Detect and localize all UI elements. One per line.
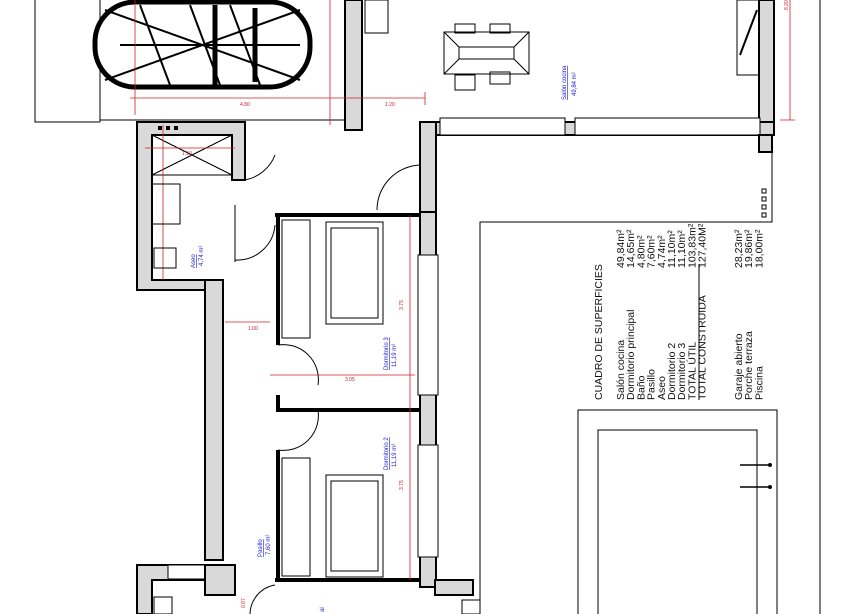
aseo-dims xyxy=(145,125,235,280)
wall xyxy=(434,579,474,596)
table-row-label: Salón cocina xyxy=(615,340,627,400)
bed-icon-inner xyxy=(330,227,379,319)
bed-icon xyxy=(325,221,384,325)
bedroom-doors xyxy=(277,344,319,451)
door-arc xyxy=(234,205,276,262)
shower-icon xyxy=(151,126,233,176)
cabinet xyxy=(364,0,389,34)
table-row-value: 4,80m² xyxy=(635,235,647,268)
table-row-value: 11,10m² xyxy=(666,230,678,268)
door-arc xyxy=(249,584,276,614)
room-label-principal: al xyxy=(320,607,326,612)
bedroom-partitions xyxy=(276,215,420,580)
pool-ladder-icon xyxy=(768,463,772,467)
room-label-dormitorio3: Dormitorio 3 xyxy=(384,337,390,370)
dim-door: 0.87 xyxy=(241,598,247,608)
table-row-label: Dormitorio 3 xyxy=(676,343,688,400)
dim-right: 8.20 xyxy=(784,0,790,10)
table-row-value: 7,60m² xyxy=(646,235,658,268)
table-row-label: Garaje abierto xyxy=(733,333,745,400)
table-row-label: Baño xyxy=(635,375,647,400)
window xyxy=(417,254,439,396)
dim-bed3: 3.75 xyxy=(399,300,405,310)
garage-outline xyxy=(34,0,101,123)
steps xyxy=(761,188,767,218)
table-row-value: 103,83m² xyxy=(686,223,698,268)
window xyxy=(417,444,439,558)
living-wall-right xyxy=(758,0,775,136)
dim-corridor: 1.00 xyxy=(248,326,258,332)
window xyxy=(167,564,207,580)
sink-icon xyxy=(739,9,758,56)
bedroom-dims xyxy=(270,215,415,580)
table-row-label: TOTAL ÚTIL xyxy=(685,342,698,400)
table-row-value: 14,65m² xyxy=(625,229,637,268)
pool-ladder-icon xyxy=(740,464,770,488)
dim-bed2: 3.75 xyxy=(399,480,405,490)
table-row-value: 127,40M² xyxy=(697,223,709,268)
table-row-value: 19,86m² xyxy=(743,229,755,268)
room-area-aseo: 4,74 m² xyxy=(199,246,205,266)
bed-icon-inner xyxy=(330,480,379,572)
pool-water xyxy=(597,429,758,614)
table-row-value: 28,23m² xyxy=(733,229,745,268)
dining-table-icon xyxy=(443,23,530,91)
table-row-label: Pasillo xyxy=(646,369,658,400)
table-row-label: Dormitorio 2 xyxy=(666,343,678,400)
dim-gap: 1.20 xyxy=(385,102,395,108)
wall-entry xyxy=(419,121,437,213)
table-row-value: 11,10m² xyxy=(676,230,688,268)
toilet-icon xyxy=(153,596,173,614)
dim-garage-width: 4.80 xyxy=(240,102,250,108)
table-title: CUADRO DE SUPERFICIES xyxy=(593,264,605,400)
room-label-aseo: Aseo xyxy=(191,254,197,268)
dim-shower: 1.10 xyxy=(182,151,192,157)
table-row-label: Aseo xyxy=(656,376,668,400)
car-icon xyxy=(92,0,313,90)
bedroom-walls xyxy=(275,213,435,582)
dimension-lines xyxy=(130,0,426,125)
room-area-pasillo: 7,60 m² xyxy=(266,535,272,555)
room-label-pasillo: Pasillo xyxy=(258,539,264,557)
table-row-label: Piscina xyxy=(753,366,765,400)
bed-icon xyxy=(325,474,384,578)
table-row-value: 49,84m² xyxy=(615,229,627,268)
wardrobe xyxy=(281,219,311,339)
entry-door xyxy=(376,164,421,211)
table-row-label: Porche terraza xyxy=(743,331,755,400)
room-area-dormitorio2: 11,19 m² xyxy=(392,444,398,467)
terrace-outline xyxy=(479,152,773,614)
sink-icon xyxy=(151,183,181,225)
pool-outline xyxy=(577,409,778,614)
wardrobe xyxy=(281,457,311,577)
surface-table: CUADRO DE SUPERFICIES Salón cocina 49,84m… xyxy=(593,223,765,400)
column xyxy=(758,134,773,153)
column xyxy=(461,599,481,614)
wall xyxy=(204,564,236,596)
table-row-label: TOTAL CONSTRUIDA xyxy=(697,295,709,400)
room-label-salon: Salón cocina xyxy=(562,65,568,100)
garage-wall xyxy=(344,0,363,131)
dim-span: 3.05 xyxy=(345,377,355,383)
room-area-dormitorio3: 11,19 m² xyxy=(392,344,398,367)
pool-ladder-icon xyxy=(768,485,772,489)
table-row-value: 4,74m² xyxy=(656,235,668,268)
table-row-label: Dormitorio principal xyxy=(625,310,637,400)
window xyxy=(439,117,566,136)
corridor-wall xyxy=(204,279,224,561)
room-area-salon: 49,84 m² xyxy=(572,72,578,96)
window xyxy=(574,117,761,136)
dimension-right xyxy=(780,0,795,121)
room-label-dormitorio2: Dormitorio 2 xyxy=(384,437,390,470)
toilet-icon xyxy=(153,247,177,269)
aseo-door-arc xyxy=(244,154,276,181)
table-row-value: 18,00m² xyxy=(753,229,765,268)
